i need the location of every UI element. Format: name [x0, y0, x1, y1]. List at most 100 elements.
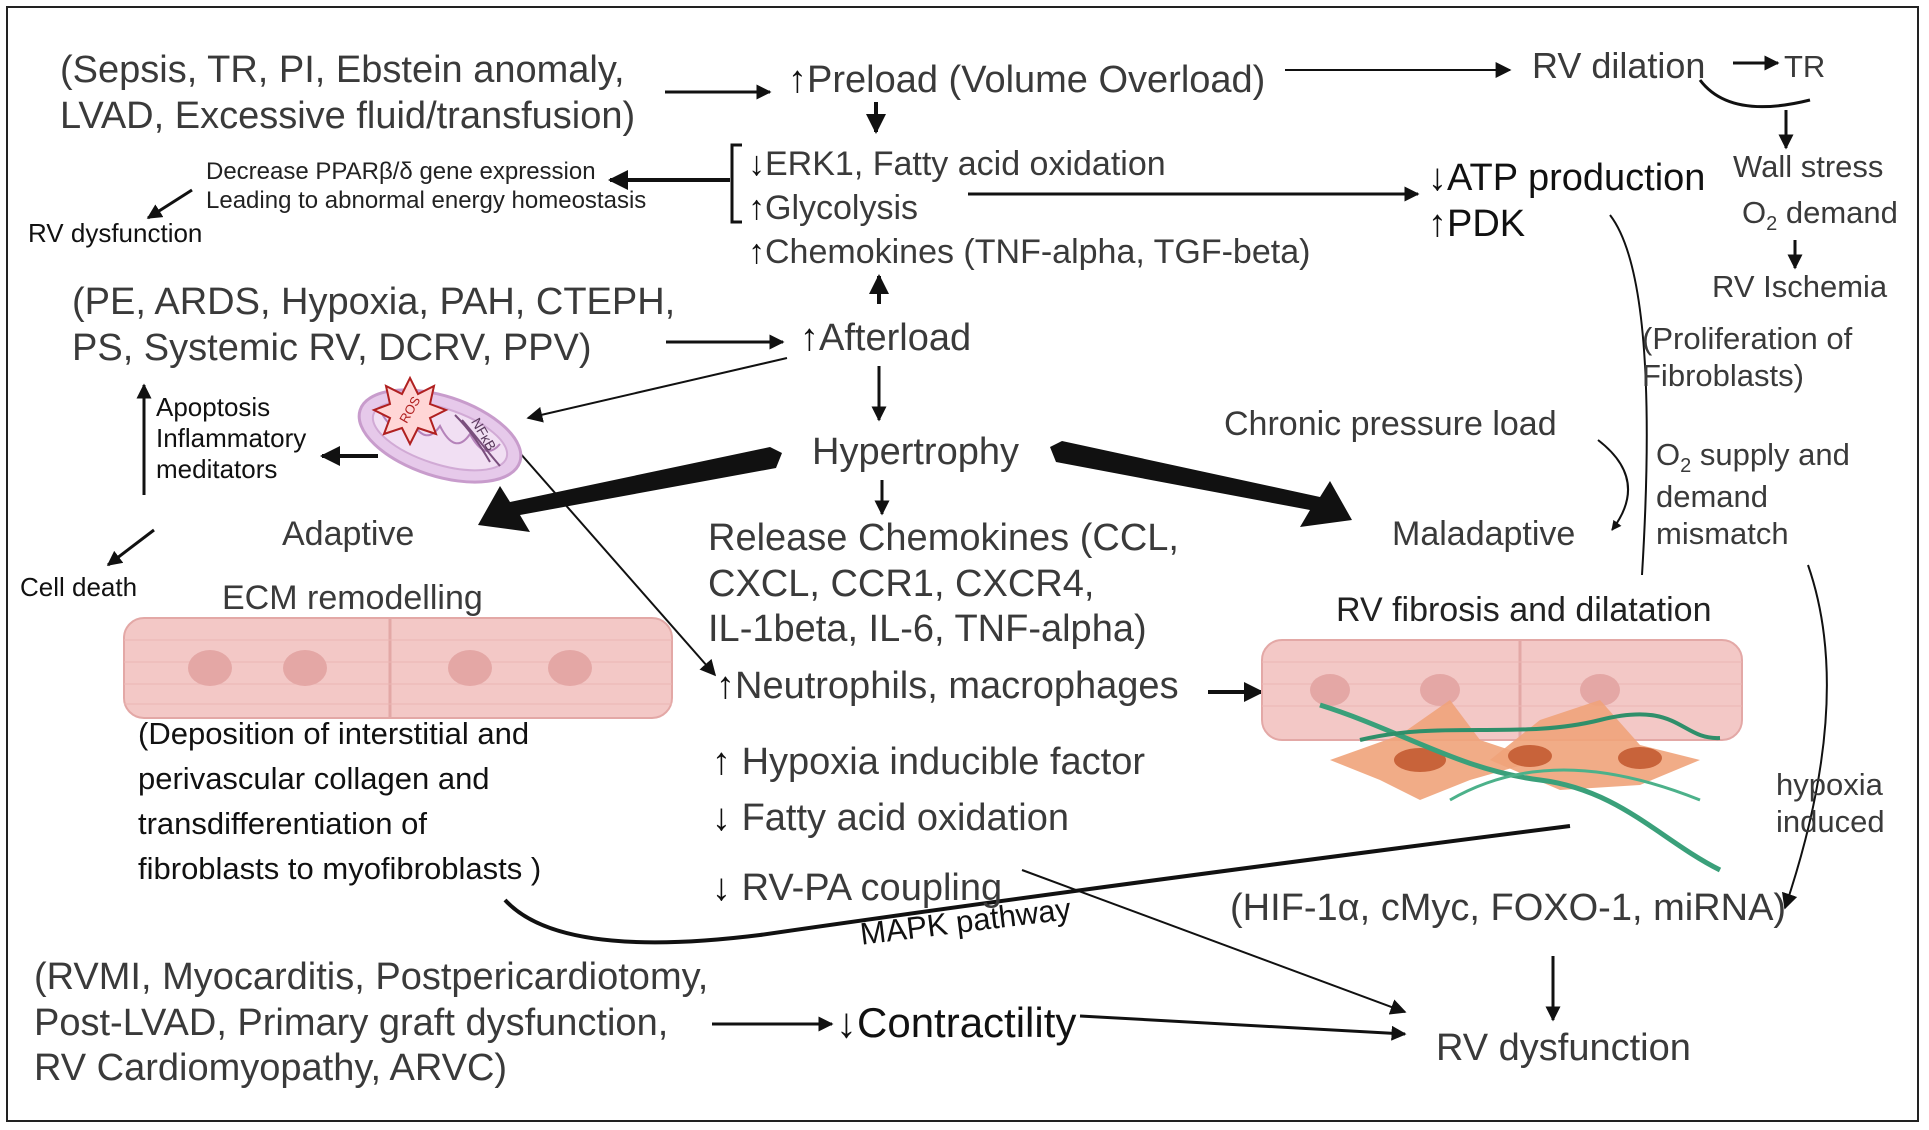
- curve-pdk-fibrosis: [1609, 214, 1648, 576]
- afterload-causes-line2: PS, Systemic RV, DCRV, PPV): [72, 326, 592, 369]
- contractility-label: Contractility: [857, 999, 1077, 1046]
- proliferation-line2: Fibroblasts): [1642, 358, 1804, 394]
- rvpa-node: ↓ RV-PA coupling: [712, 866, 1002, 912]
- rv-dysfunction-small: RV dysfunction: [28, 218, 203, 248]
- wedge-arrow-maladaptive: [1050, 441, 1352, 527]
- afterload-causes-line1: (PE, ARDS, Hypoxia, PAH, CTEPH,: [72, 281, 676, 323]
- arrow-ppar-rv-dysfunction: [146, 188, 193, 220]
- o2-demand-prefix: O: [1742, 195, 1767, 230]
- curve-mapk: [503, 824, 1571, 945]
- o2-supply-subscript: 2: [1680, 455, 1692, 478]
- deposition-line1: (Deposition of interstitial and: [138, 716, 530, 751]
- apoptosis-line1: Apoptosis: [156, 392, 271, 422]
- apoptosis-node: Apoptosis Inflammatory meditators: [156, 392, 306, 486]
- release-chemokines-line3: IL-1beta, IL-6, TNF-alpha): [708, 608, 1147, 651]
- contractility-causes-line2: Post-LVAD, Primary graft dysfunction,: [34, 1001, 669, 1044]
- curve-mismatch-molecular: [1782, 564, 1828, 910]
- proliferation-node: (Proliferation of Fibroblasts): [1642, 320, 1852, 394]
- wedge-arrow-adaptive: [478, 447, 782, 532]
- fao-node: ↓ Fatty acid oxidation: [712, 796, 1069, 842]
- neutrophils-label: Neutrophils, macrophages: [735, 665, 1179, 707]
- fao-label: Fatty acid oxidation: [741, 797, 1069, 839]
- down-arrow-icon: ↓: [712, 797, 731, 839]
- preload-label: Preload (Volume Overload): [807, 59, 1266, 101]
- adaptive-node: Adaptive: [282, 515, 415, 553]
- arrow-nfkb-neutrophils: [511, 443, 717, 677]
- apoptosis-line2: Inflammatory: [156, 423, 307, 454]
- o2-demand-subscript: 2: [1766, 213, 1778, 236]
- up-arrow-icon: ↑: [1428, 203, 1447, 245]
- cardiac-tissue-fibrosis-image: [1261, 639, 1743, 873]
- release-chemokines-line2: CXCL, CCR1, CXCR4,: [708, 562, 1095, 605]
- contractility-causes-line1: (RVMI, Myocarditis, Postpericardiotomy,: [34, 956, 709, 998]
- proliferation-line1: (Proliferation of: [1642, 321, 1853, 356]
- ros-burst-icon: [371, 375, 449, 447]
- neutrophils-node: ↑Neutrophils, macrophages: [716, 664, 1179, 710]
- o2-supply-prefix: O: [1656, 437, 1681, 472]
- down-arrow-icon: ↓: [748, 145, 765, 183]
- up-arrow-icon: ↑: [788, 59, 807, 101]
- rvpa-label: RV-PA coupling: [741, 867, 1003, 909]
- preload-causes-line2: LVAD, Excessive fluid/transfusion): [60, 94, 636, 137]
- atp-label: ATP production: [1447, 157, 1706, 199]
- maladaptive-node: Maladaptive: [1392, 515, 1576, 553]
- cell-death-node: Cell death: [20, 572, 138, 602]
- pdk-node: ↑PDK: [1428, 202, 1525, 248]
- ppar-node: Decrease PPARβ/δ gene expression Leading…: [206, 158, 646, 216]
- apoptosis-line3: meditators: [156, 454, 278, 485]
- metabolic-bracket: [730, 143, 742, 224]
- o2-demand-suffix: demand: [1777, 195, 1898, 230]
- deposition-line4: fibroblasts to myofibroblasts ): [138, 850, 542, 886]
- o2-supply-line3: mismatch: [1656, 516, 1789, 552]
- up-arrow-icon: ↑: [716, 665, 735, 707]
- down-arrow-icon: ↓: [836, 999, 857, 1046]
- hypoxia-induced-line1: hypoxia: [1776, 767, 1883, 802]
- preload-node: ↑Preload (Volume Overload): [788, 58, 1265, 104]
- cardiac-tissue-left-image: [123, 617, 673, 719]
- preload-causes-line1: (Sepsis, TR, PI, Ebstein anomaly,: [60, 49, 625, 91]
- arrow-rvpa-dysfunction: [1021, 869, 1407, 1015]
- afterload-label: Afterload: [819, 317, 972, 359]
- rv-ischemia-node: RV Ischemia: [1712, 269, 1888, 304]
- chronic-pressure-node: Chronic pressure load: [1224, 405, 1557, 443]
- o2-supply-node: O2 supply and demand mismatch: [1656, 436, 1850, 553]
- rv-dysfunction-node: RV dysfunction: [1436, 1027, 1691, 1069]
- hif-label: Hypoxia inducible factor: [741, 741, 1145, 783]
- up-arrow-icon: ↑: [748, 233, 765, 271]
- arrow-contractility-dysfunction: [1079, 1014, 1407, 1041]
- contractility-causes-line3: RV Cardiomyopathy, ARVC): [34, 1047, 508, 1090]
- erk1-label: ERK1, Fatty acid oxidation: [765, 145, 1166, 183]
- preload-causes: (Sepsis, TR, PI, Ebstein anomaly, LVAD, …: [60, 48, 635, 139]
- chemokines-node: ↑Chemokines (TNF-alpha, TGF-beta): [748, 232, 1310, 273]
- deposition-node: (Deposition of interstitial and perivasc…: [138, 712, 541, 892]
- up-arrow-icon: ↑: [748, 189, 765, 227]
- down-arrow-icon: ↓: [712, 867, 731, 909]
- arrow-afterload-mito: [526, 357, 788, 423]
- release-chemokines-node: Release Chemokines (CCL, CXCL, CCR1, CXC…: [708, 516, 1179, 653]
- ecm-node: ECM remodelling: [222, 579, 483, 617]
- up-arrow-icon: ↑: [800, 317, 819, 359]
- o2-demand-node: O2 demand: [1742, 194, 1898, 236]
- mitochondrion-icon: [357, 388, 523, 484]
- erk1-node: ↓ERK1, Fatty acid oxidation: [748, 144, 1166, 185]
- contractility-causes: (RVMI, Myocarditis, Postpericardiotomy, …: [34, 955, 708, 1092]
- contractility-node: ↓Contractility: [836, 998, 1076, 1048]
- ppar-line1: Decrease PPARβ/δ gene expression: [206, 158, 596, 185]
- release-chemokines-line1: Release Chemokines (CCL,: [708, 517, 1179, 559]
- afterload-causes: (PE, ARDS, Hypoxia, PAH, CTEPH, PS, Syst…: [72, 280, 675, 371]
- ppar-line2: Leading to abnormal energy homeostasis: [206, 186, 647, 214]
- o2-supply-suffix: supply and: [1691, 437, 1850, 472]
- glycolysis-node: ↑Glycolysis: [748, 188, 918, 229]
- wall-stress-node: Wall stress: [1733, 149, 1884, 184]
- arrow-cell-death: [106, 528, 155, 567]
- down-arrow-icon: ↓: [1428, 157, 1447, 199]
- up-arrow-icon: ↑: [712, 741, 731, 783]
- curve-tr: [1698, 79, 1811, 109]
- glycolysis-label: Glycolysis: [765, 189, 919, 227]
- hypertrophy-node: Hypertrophy: [812, 431, 1019, 473]
- o2-supply-line2: demand: [1656, 479, 1769, 515]
- hif-node: ↑ Hypoxia inducible factor: [712, 740, 1145, 786]
- tr-node: TR: [1784, 49, 1826, 84]
